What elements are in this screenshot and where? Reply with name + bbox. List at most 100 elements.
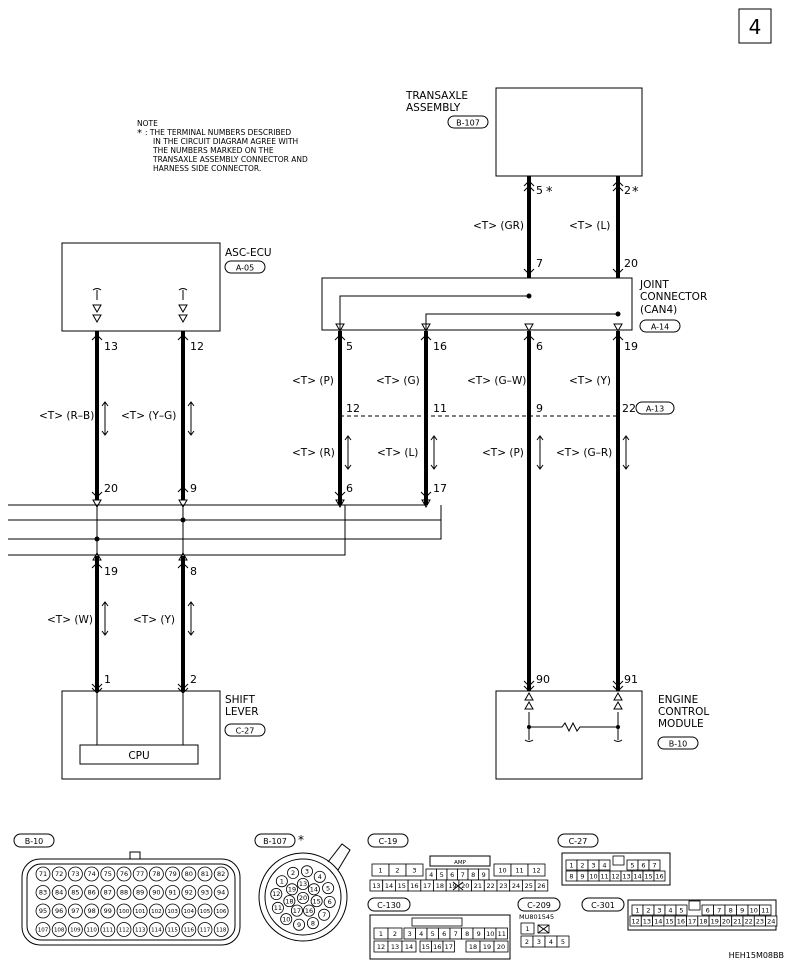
c19-pin-number: 3 bbox=[412, 866, 416, 874]
c301-pin-number: 11 bbox=[761, 906, 769, 914]
b10-pin bbox=[213, 903, 229, 919]
connector-chevrons bbox=[91, 180, 624, 694]
c130-pin-number: 4 bbox=[419, 930, 423, 938]
b10-pin bbox=[35, 885, 51, 900]
note-line-1: : THE TERMINAL NUMBERS DESCRIBED bbox=[145, 128, 291, 137]
b10-pin-number: 112 bbox=[119, 928, 130, 934]
wire-color-l-b: <T> (L) bbox=[377, 447, 418, 459]
b10-pin-number: 103 bbox=[167, 909, 178, 915]
shift-label-2: LEVER bbox=[225, 706, 259, 718]
c19-pin-number: 12 bbox=[532, 866, 540, 874]
b10-pin bbox=[84, 885, 99, 900]
b107-pin bbox=[313, 870, 326, 883]
c19-pin-number: 20 bbox=[461, 882, 469, 890]
pin-j20: 20 bbox=[624, 257, 638, 270]
note-star: * bbox=[137, 128, 142, 139]
c19-amp: AMP bbox=[454, 860, 467, 866]
c19-pin-number: 10 bbox=[498, 866, 506, 874]
shift-code: C-27 bbox=[236, 727, 255, 736]
c209-pin-number: 2 bbox=[525, 938, 529, 946]
b107-pin-number: 7 bbox=[322, 911, 326, 919]
b10-pin bbox=[84, 866, 99, 882]
b10-pin-number: 110 bbox=[86, 928, 97, 934]
shift-lever: CPU SHIFT LEVER C-27 bbox=[61, 690, 266, 780]
b10-pin-number: 101 bbox=[135, 909, 146, 915]
b10-pin-number: 93 bbox=[201, 889, 209, 897]
c27-pin-number: 12 bbox=[611, 872, 619, 880]
note-line-2: IN THE CIRCUIT DIAGRAM AGREE WITH bbox=[153, 137, 298, 146]
b10-pin bbox=[197, 866, 213, 882]
wire-color-labels: <T> (GR) <T> (L) <T> (R–B) <T> (Y–G) <T>… bbox=[39, 220, 612, 626]
b10-pin bbox=[68, 903, 83, 919]
c301-pin-number: 19 bbox=[711, 917, 719, 925]
b10-pin bbox=[181, 866, 197, 882]
figure-id: HEH15M08BB bbox=[729, 951, 784, 960]
ecm-code: B-10 bbox=[669, 740, 688, 749]
pin-c9: 9 bbox=[190, 482, 197, 495]
pin-i12: 12 bbox=[346, 402, 360, 415]
c19-pin-number: 24 bbox=[512, 882, 520, 890]
c27-pin-number: 8 bbox=[569, 872, 573, 880]
b10-pin bbox=[132, 903, 148, 919]
transaxle-assembly: TRANSAXLE ASSEMBLY B-107 bbox=[405, 87, 643, 177]
c130-pin-number: 20 bbox=[497, 943, 505, 951]
c130-pin-number: 13 bbox=[391, 943, 399, 951]
asc-ecu: ASC-ECU A-05 bbox=[61, 242, 272, 332]
c130-pin-number: 19 bbox=[483, 943, 491, 951]
b10-pin-number: 98 bbox=[87, 907, 95, 915]
c301-pin-number: 12 bbox=[632, 917, 640, 925]
c209-pin-number: 3 bbox=[537, 938, 541, 946]
b10-pin-number: 113 bbox=[135, 928, 146, 934]
b107-pin-number: 1 bbox=[280, 877, 284, 885]
b10-pin bbox=[51, 922, 67, 937]
b10-pin bbox=[181, 885, 197, 900]
c19-pin-number: 6 bbox=[450, 871, 454, 879]
c27-pin-number: 11 bbox=[600, 872, 608, 880]
b10-pin-number: 116 bbox=[184, 928, 195, 934]
pin-c19: 19 bbox=[104, 565, 118, 578]
b107-pin-number: 17 bbox=[293, 907, 301, 915]
b107-pin-number: 18 bbox=[285, 897, 293, 905]
ecm-label-1: ENGINE bbox=[658, 694, 698, 706]
pin-t5: 5 bbox=[536, 184, 543, 197]
b10-pin bbox=[213, 866, 229, 882]
b10-pin-number: 80 bbox=[185, 870, 193, 878]
b10-pin bbox=[84, 903, 99, 919]
b107-pin-number: 5 bbox=[326, 884, 330, 892]
pin-e90: 90 bbox=[536, 673, 550, 686]
c301-pin-number: 16 bbox=[677, 917, 685, 925]
c130-pin-number: 12 bbox=[377, 943, 385, 951]
b107-pin bbox=[287, 866, 300, 879]
ecm-label-2: CONTROL bbox=[658, 706, 709, 718]
c301-pin-number: 15 bbox=[665, 917, 673, 925]
b107-pin-number: 11 bbox=[274, 904, 282, 912]
c301-pin-number: 17 bbox=[688, 917, 696, 925]
b10-pin bbox=[148, 885, 164, 900]
b107-pin bbox=[293, 918, 306, 931]
pin-i9: 9 bbox=[536, 402, 543, 415]
pin-s1: 1 bbox=[104, 673, 111, 686]
c130-pin-number: 2 bbox=[393, 930, 397, 938]
b10-pin bbox=[68, 922, 83, 937]
c301-pin-number: 23 bbox=[756, 917, 764, 925]
pin-e91: 91 bbox=[624, 673, 638, 686]
note-line-3: THE NUMBERS MARKED ON THE bbox=[152, 146, 274, 155]
c301-code: C-301 bbox=[591, 901, 615, 910]
shift-label-1: SHIFT bbox=[225, 694, 256, 706]
wire-color-rb: <T> (R–B) bbox=[39, 410, 94, 422]
c301-pin-number: 1 bbox=[635, 906, 639, 914]
wire-color-yg: <T> (Y–G) bbox=[121, 410, 176, 422]
b10-pin-number: 87 bbox=[104, 889, 112, 897]
c19-pin-number: 16 bbox=[410, 882, 418, 890]
b10-pin-number: 114 bbox=[151, 928, 162, 934]
c27-pin-number: 5 bbox=[630, 861, 634, 869]
c301-pin-number: 2 bbox=[646, 906, 650, 914]
c19-pin-number: 9 bbox=[482, 871, 486, 879]
transaxle-label-1: TRANSAXLE bbox=[405, 90, 468, 102]
b107-pin-number: 3 bbox=[305, 867, 309, 875]
b10-pin-number: 97 bbox=[71, 907, 79, 915]
c130-pin-number: 10 bbox=[486, 930, 494, 938]
b10-pin-number: 96 bbox=[55, 907, 63, 915]
